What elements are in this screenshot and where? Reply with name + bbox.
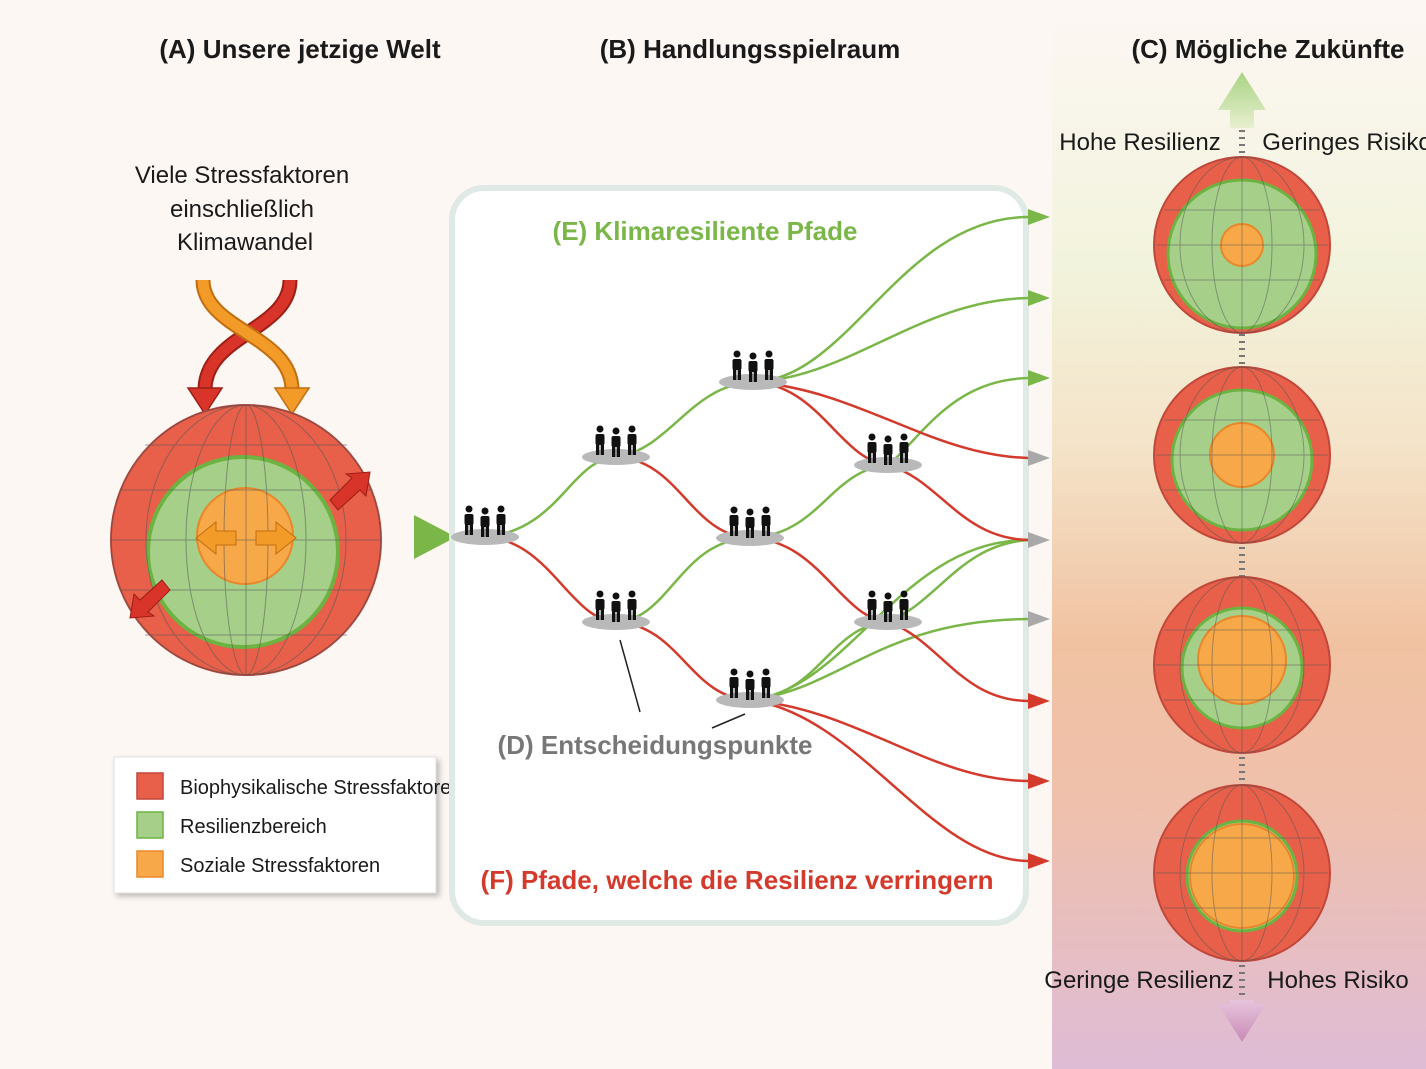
legend xyxy=(113,756,437,894)
label-climate-resilient-paths: (E) Klimaresiliente Pfade xyxy=(553,216,858,246)
decision-point-bottom-2 xyxy=(716,668,784,708)
label-high-resilience: Hohe Resilienz xyxy=(1059,129,1220,156)
label-low-resilience: Geringe Resilienz xyxy=(1044,967,1233,994)
future-globe-4 xyxy=(1153,784,1331,962)
decision-pointer-2 xyxy=(711,713,746,729)
green-paths xyxy=(484,215,1029,702)
future-globe-3 xyxy=(1153,576,1331,754)
legend-swatch-resilience xyxy=(136,811,164,839)
title-current-world: (A) Unsere jetzige Welt xyxy=(159,34,441,64)
future-globe-2 xyxy=(1153,366,1331,544)
entry-arrow xyxy=(414,515,456,559)
legend-label-social: Soziale Stressfaktoren xyxy=(180,855,380,877)
legend-label-biophysical: Biophysikalische Stressfaktoren xyxy=(180,777,462,799)
legend-label-resilience: Resilienzbereich xyxy=(180,816,327,838)
legend-swatch-social xyxy=(136,850,164,878)
label-resilience-reducing-paths: (F) Pfade, welche die Resilienz verringe… xyxy=(481,865,994,895)
decision-point-top-2 xyxy=(719,350,787,390)
decision-point-start xyxy=(451,505,519,545)
stress-arrows xyxy=(186,279,311,416)
current-world-globe xyxy=(110,404,382,676)
label-low-risk: Geringes Risiko xyxy=(1262,129,1426,156)
path-arrowheads xyxy=(1028,209,1050,869)
stressors-line-1: Viele Stressfaktoren xyxy=(135,162,349,189)
decision-point-upper-3 xyxy=(854,433,922,473)
action-space-box xyxy=(449,185,1029,926)
label-high-risk: Hohes Risiko xyxy=(1267,967,1408,994)
future-globe-1 xyxy=(1153,156,1331,334)
decision-point-upper-1 xyxy=(582,425,650,465)
decision-point-middle-2 xyxy=(716,506,784,546)
legend-swatch-biophysical xyxy=(136,772,164,800)
decision-point-lower-1 xyxy=(582,590,650,630)
legend-items: Biophysikalische Stressfaktoren Resilien… xyxy=(136,772,462,878)
stressors-line-2: einschließlich xyxy=(170,196,314,223)
decision-pointer-1 xyxy=(619,639,641,713)
high-resilience-arrow xyxy=(1218,72,1266,160)
decision-point-lower-3 xyxy=(854,590,922,630)
label-decision-points: (D) Entscheidungspunkte xyxy=(498,730,813,760)
low-resilience-arrow xyxy=(1218,1000,1266,1042)
title-action-space: (B) Handlungsspielraum xyxy=(600,34,900,64)
stressors-line-3: Klimawandel xyxy=(177,229,313,256)
title-possible-futures: (C) Mögliche Zukünfte xyxy=(1132,34,1405,64)
